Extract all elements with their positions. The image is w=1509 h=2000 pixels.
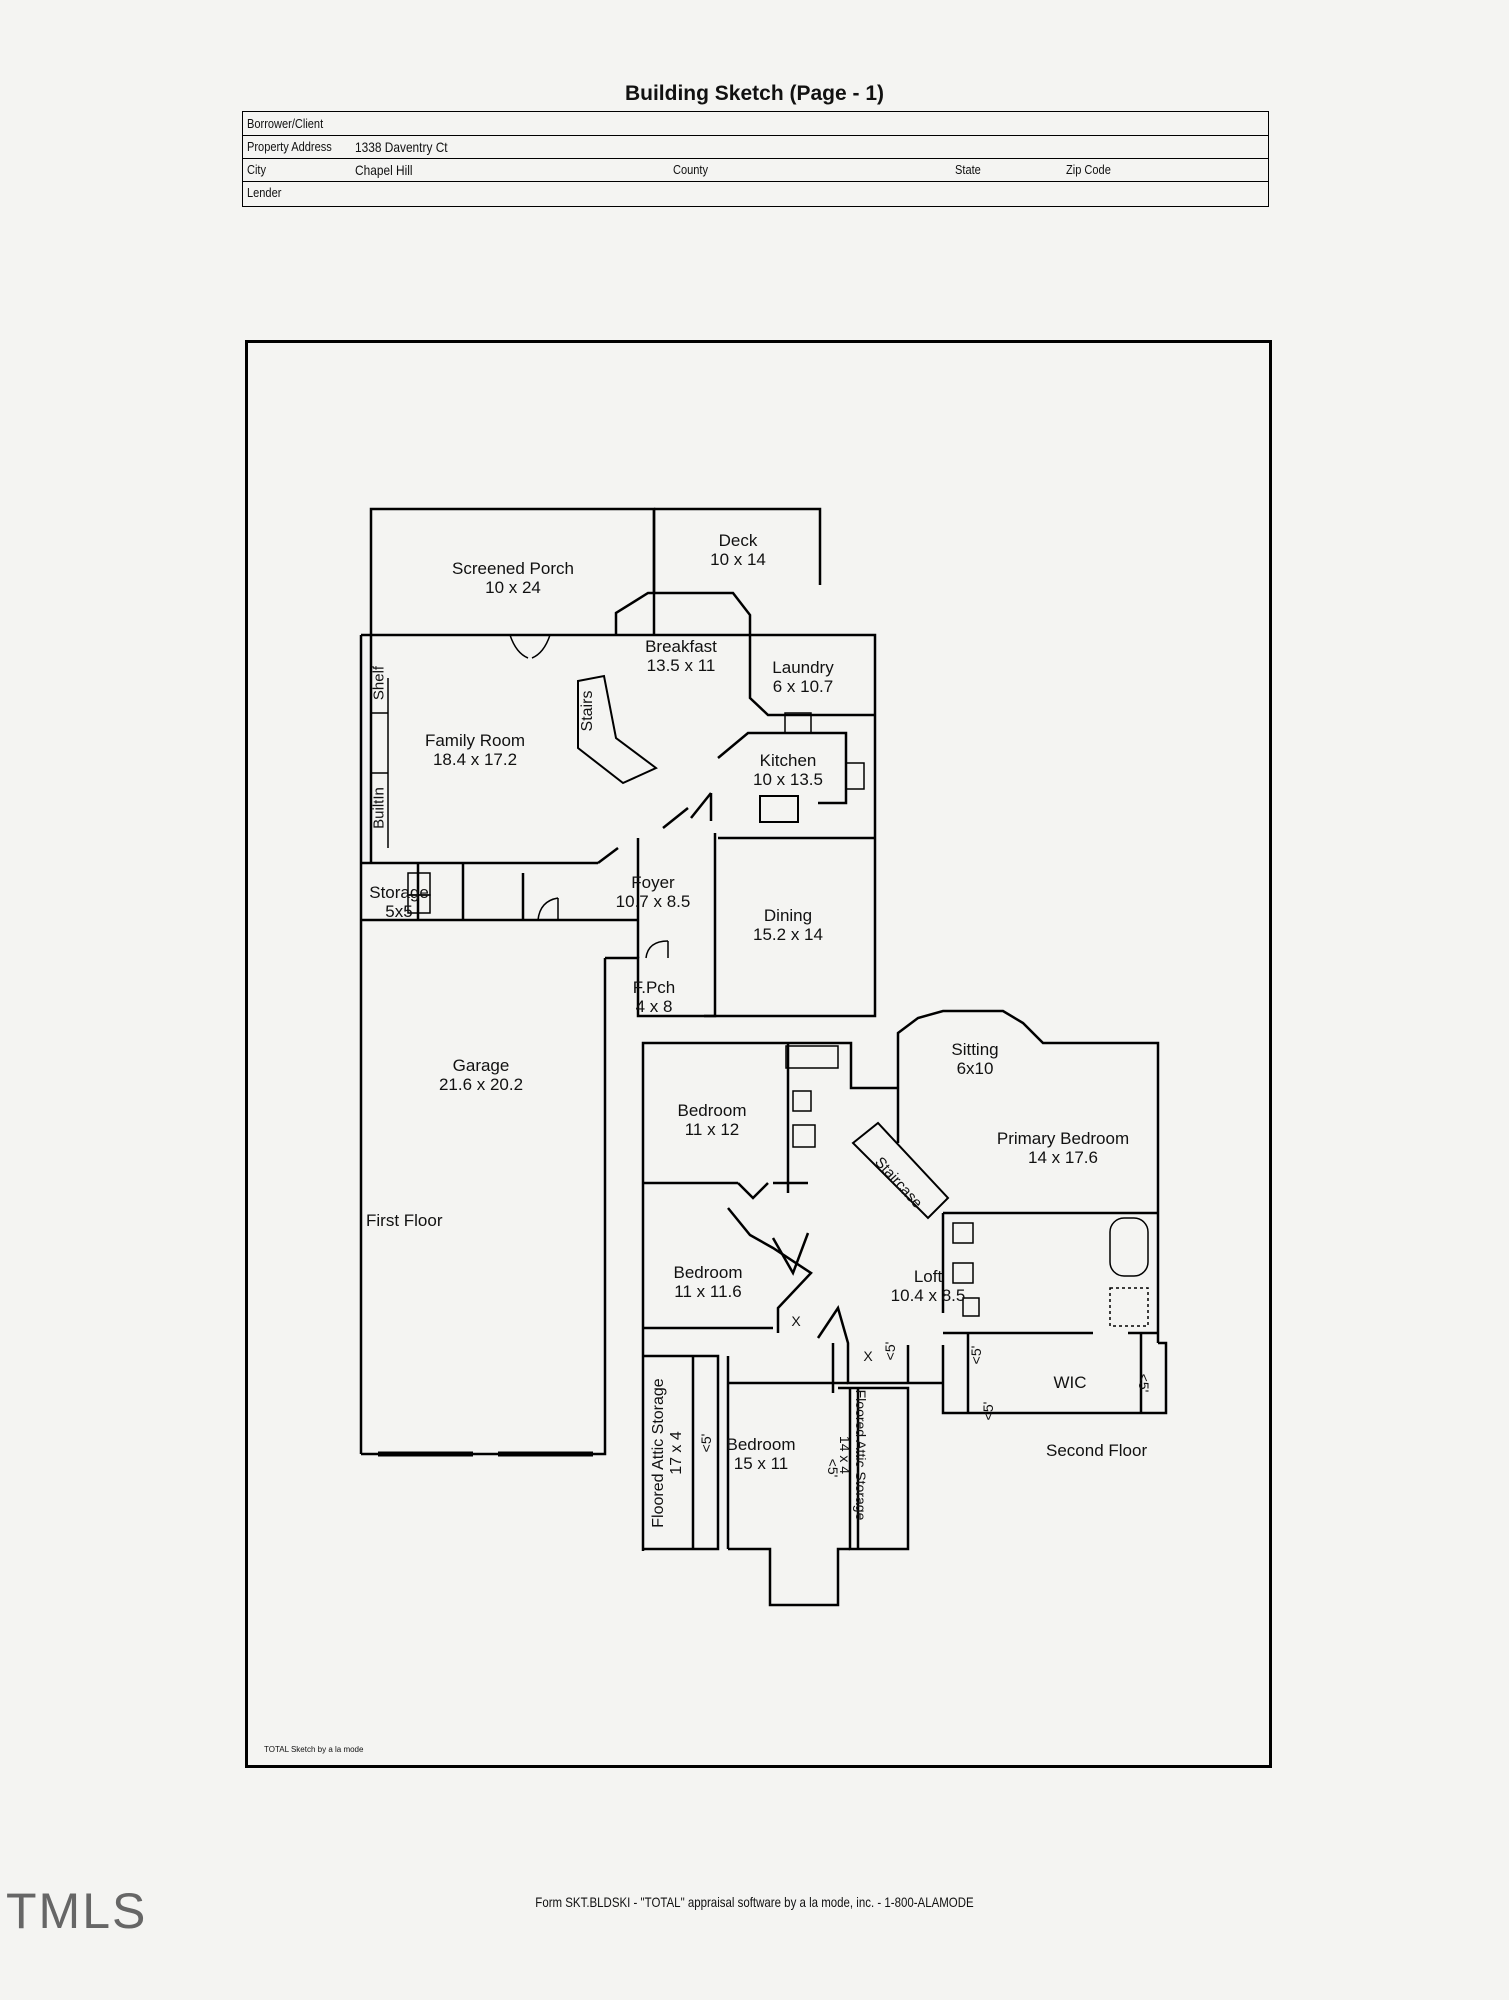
low-ceiling-mark: <5' [980, 1401, 996, 1421]
address-value: 1338 Daventry Ct [355, 139, 448, 155]
borrower-label: Borrower/Client [247, 116, 324, 131]
second-floor-west-wall [641, 1041, 898, 1178]
zip-label: Zip Code [1066, 162, 1111, 177]
porch-door-left [509, 634, 529, 659]
page-title: Building Sketch (Page - 1) [624, 82, 885, 105]
room-wic: WIC [1053, 1373, 1087, 1392]
bath-tub [785, 1045, 839, 1069]
low-ceiling-mark: <5' [968, 1345, 984, 1365]
sitting-bay-outline [896, 1009, 1160, 1343]
primary-tub [1109, 1217, 1149, 1277]
borrower-row: Borrower/Client [243, 112, 1268, 136]
tmls-logo: TMLS [6, 1883, 148, 1939]
county-label: County [673, 162, 709, 177]
low-ceiling-mark: <5' [1136, 1373, 1152, 1393]
x-mark: X [791, 1313, 801, 1329]
city-value: Chapel Hill [355, 162, 413, 178]
x-mark: X [863, 1348, 873, 1364]
porch-door-right [531, 634, 551, 659]
deck-outline [654, 507, 822, 585]
floor-plan-drawing [359, 507, 1168, 1607]
laundry-wall [748, 635, 875, 717]
attic-left-outline [643, 1354, 720, 1551]
city-row: City Chapel Hill County State Zip Code [243, 158, 1268, 182]
address-label: Property Address [247, 139, 332, 154]
garage-outline [361, 958, 607, 1456]
sketch-credit: TOTAL Sketch by a la mode [264, 1745, 364, 1754]
property-info-table: Borrower/Client Property Address 1338 Da… [242, 111, 1269, 207]
staircase-outline [851, 1121, 950, 1220]
city-label: City [247, 162, 267, 177]
low-ceiling-mark: <5' [825, 1458, 841, 1478]
builtin-label: BuiltIn [370, 787, 388, 829]
low-ceiling-mark: <5' [882, 1341, 898, 1361]
first-floor-label: First Floor [366, 1211, 443, 1230]
house-outer-wall [361, 633, 877, 1018]
front-door [645, 940, 669, 959]
front-porch-outline [605, 956, 717, 1018]
stairs-outline [577, 674, 658, 785]
state-label: State [955, 162, 981, 177]
wic-outline [941, 1341, 1168, 1415]
low-ceiling-mark: <5' [698, 1433, 714, 1453]
stairs-label: Stairs [579, 690, 596, 732]
second-floor-label: Second Floor [1046, 1441, 1148, 1460]
kitchen-counter-left [717, 731, 848, 805]
footer-text: Form SKT.BLDSKI - "TOTAL" appraisal soft… [535, 1894, 974, 1910]
breakfast-bay-outline [614, 591, 752, 635]
lender-row: Lender [243, 181, 1268, 204]
lender-label: Lender [247, 185, 282, 200]
attic-right-outline [838, 1386, 910, 1551]
kitchen-island [759, 795, 799, 823]
shelf-label: Shelf [370, 665, 388, 701]
address-row: Property Address 1338 Daventry Ct [243, 135, 1268, 159]
powder-door [537, 897, 559, 921]
